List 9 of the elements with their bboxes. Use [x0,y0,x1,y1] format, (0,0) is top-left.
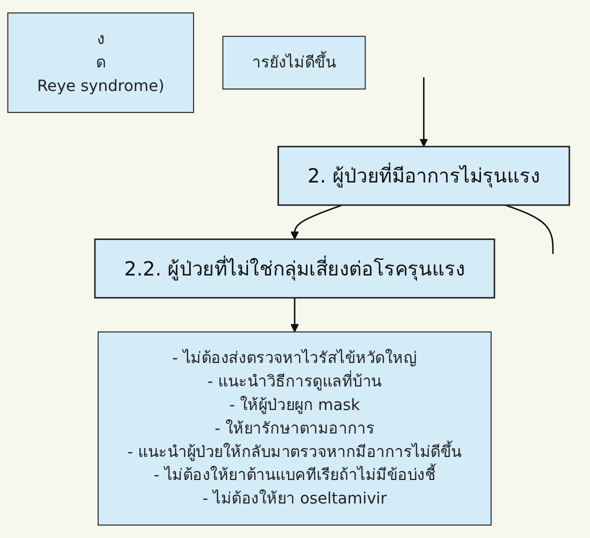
process-box: ารยังไม่ดีขึ้น [222,36,366,90]
process-box: 2. ผู้ป่วยที่มีอาการไม่รุนแรง [277,146,570,206]
arrow [290,204,342,240]
arrow [290,298,299,332]
arrow [420,77,428,147]
process-box: - ไม่ต้องส่งตรวจหาไวรัสไข้หวัดใหญ่ - แนะนำวิธีการดูแลที่บ้าน - ให้ผู้ป่วยผูก mask - ให้ยารักษาตามอาการ - แนะนำผู้ป่วยให้กลับมาตรวจหากมีอาการไม่ดีขึ้น - ไม่ต้องให้ยาต้านแบคทีเรียถ้าไม่มีข้อบ่งชี้ - ไม่ต้องให้ยา oseltamivir [98,331,492,526]
process-box: ง ด Reye syndrome) [7,12,194,113]
connector-line [505,204,554,254]
process-box: 2.2. ผู้ป่วยที่ไม่ใช่กลุ่มเสี่ยงต่อโรครุนแรง [94,238,496,298]
